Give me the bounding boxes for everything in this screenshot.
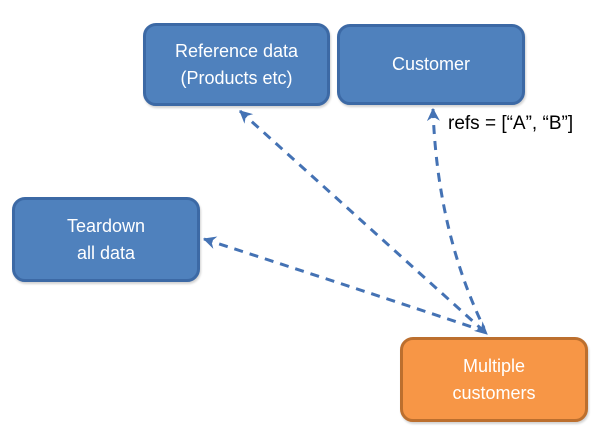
node-teardown-label-line2: all data	[76, 242, 136, 263]
node-teardown-label-line1: Teardown	[66, 216, 146, 237]
connector-multiple-to-customer	[426, 107, 486, 329]
refs-annotation: refs = [“A”, “B”]	[448, 113, 574, 134]
connector-multiple-to-reference-data	[238, 109, 489, 336]
node-multiple-customers: Multiple customers	[400, 337, 588, 422]
node-customer-label-line1: Customer	[391, 54, 471, 75]
node-multiple-customers-label-line1: Multiple	[462, 356, 526, 377]
node-reference-data: Reference data (Products etc)	[143, 23, 330, 106]
node-multiple-customers-label-line2: customers	[452, 382, 536, 403]
node-reference-data-label-line1: Reference data	[174, 41, 299, 62]
node-teardown-all-data: Teardown all data	[12, 197, 200, 282]
node-reference-data-label-line2: (Products etc)	[180, 67, 293, 88]
connector-multiple-to-teardown	[202, 236, 482, 332]
node-customer: Customer	[337, 24, 525, 105]
